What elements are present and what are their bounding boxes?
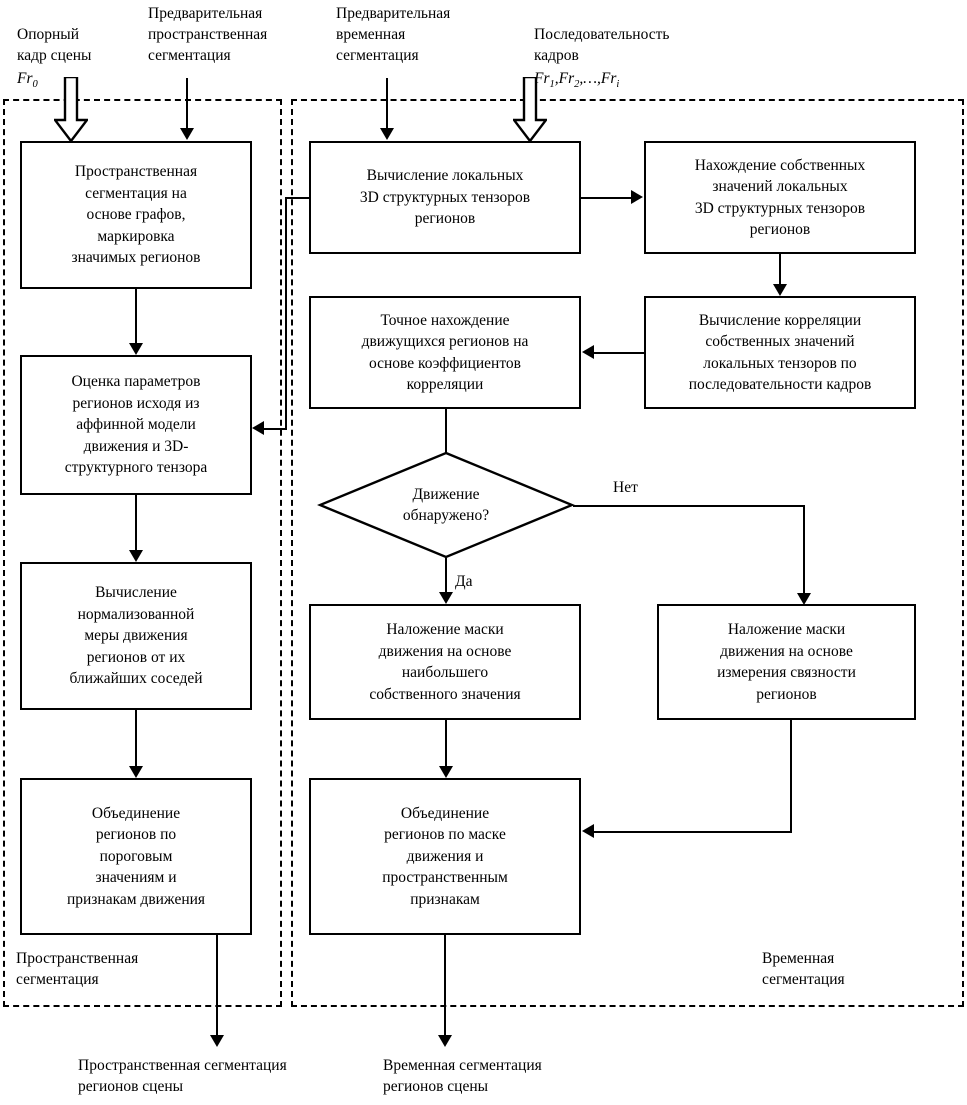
input-line-pre-spatial [186,78,188,128]
node-local-3d-tensors-label: Вычисление локальных 3D структурных тенз… [359,167,531,228]
connector-n5-feedback-top [285,197,311,199]
output-caption-spatial: Пространственная сегментация регионов сц… [78,1057,287,1095]
connector-n3-n4 [135,710,137,766]
decision-motion-detected[interactable]: Движение обнаружено? [317,450,575,560]
connector-n10-n11-vert [790,720,792,832]
node-eigenvalue-correlation[interactable]: Вычисление корреляции собственных значен… [644,296,916,409]
decision-yes-line [445,558,447,592]
node-mask-region-connectivity[interactable]: Наложение маски движения на основе измер… [657,604,916,720]
connector-n6-n8 [779,254,781,284]
connector-n5-feedback-vert [285,197,287,428]
decision-yes-label: Да [455,573,473,590]
output-caption-temporal: Временная сегментация регионов сцены [383,1057,542,1095]
ref-frame-symbol: Fr [17,70,33,87]
frame-symbol-2-sub: 2 [574,79,580,91]
input-arrow-pre-spatial [180,128,194,140]
node-local-3d-tensors[interactable]: Вычисление локальных 3D структурных тенз… [309,141,581,254]
node-eigenvalue-correlation-label: Вычисление корреляции собственных значен… [688,311,872,394]
frame-symbol-1-sub: 1 [549,79,555,91]
connector-n5-feedback-bottom [264,428,287,430]
connector-n11-output [444,935,446,1035]
connector-n2-n3 [135,495,137,550]
input-caption-pre-temporal-seg: Предварительная временная сегментация [336,5,451,64]
connector-n4-output [216,935,218,1035]
node-merge-threshold-motion-label: Объединение регионов по пороговым значен… [66,804,206,908]
connector-n5-n6-arrow [631,190,643,204]
panel-spatial-segmentation [3,99,282,1007]
node-eigenvalues-local-tensors[interactable]: Нахождение собственных значений локальны… [644,141,916,254]
decision-yes-arrow [439,592,453,604]
connector-n5-feedback-arrow [252,421,264,435]
connector-n8-n7 [594,352,644,354]
connector-n5-n6 [581,197,633,199]
node-eigenvalues-local-tensors-label: Нахождение собственных значений локальны… [694,156,866,239]
panel-temporal-segmentation [291,99,964,1007]
node-spatial-graph-segmentation[interactable]: Пространственная сегментация на основе г… [20,141,252,289]
node-precise-moving-regions-label: Точное нахождение движущихся регионов на… [361,311,529,394]
input-caption-ref-frame-text: Опорный кадр сцены [17,26,92,64]
decision-no-label: Нет [613,479,638,496]
connector-n11-output-arrow [438,1035,452,1047]
input-caption-frame-sequence: Последовательность кадров Fr1,Fr2,…,Fri [534,26,670,91]
connector-n4-output-arrow [210,1035,224,1047]
node-mask-region-connectivity-label: Наложение маски движения на основе измер… [717,621,856,703]
panel-label-spatial: Пространственная сегментация [16,950,139,988]
connector-n1-n2 [135,289,137,343]
frame-symbol-3: Fr [600,70,617,87]
frame-symbol-2: Fr [558,70,575,87]
decision-no-line-h [573,505,805,507]
panel-label-temporal: Временная сегментация [762,950,845,988]
decision-no-arrow [797,593,811,605]
input-caption-ref-frame: Опорный кадр сцены Fr0 [17,3,137,116]
node-region-parameter-estimation-label: Оценка параметров регионов исходя из афф… [64,373,208,477]
node-region-parameter-estimation[interactable]: Оценка параметров регионов исходя из афф… [20,355,252,495]
node-precise-moving-regions[interactable]: Точное нахождение движущихся регионов на… [309,296,581,409]
input-arrow-pre-temporal [380,128,394,140]
input-arrow-ref-frame [52,75,90,148]
connector-n3-n4-arrow [129,766,143,778]
node-normalized-motion-measure[interactable]: Вычисление нормализованной меры движения… [20,562,252,710]
node-mask-max-eigenvalue-label: Наложение маски движения на основе наибо… [369,621,521,703]
node-mask-max-eigenvalue[interactable]: Наложение маски движения на основе наибо… [309,604,581,720]
node-merge-by-motion-mask[interactable]: Объединение регионов по маске движения и… [309,778,581,935]
node-normalized-motion-measure-label: Вычисление нормализованной меры движения… [69,584,203,688]
connector-n6-n8-arrow [773,284,787,296]
input-arrow-frame-sequence [511,75,549,148]
input-caption-pre-spatial-seg: Предварительная пространственная сегмент… [148,5,268,64]
connector-n7-decision [445,409,447,457]
node-merge-threshold-motion[interactable]: Объединение регионов по пороговым значен… [20,778,252,935]
connector-n8-n7-arrow [582,345,594,359]
input-caption-frame-sequence-text: Последовательность кадров [534,26,670,64]
connector-n10-n11-horiz [594,831,792,833]
decision-motion-detected-label: Движение обнаружено? [402,485,490,525]
decision-no-line-v [803,505,805,593]
frame-symbol-3-sub: i [616,79,620,91]
frame-symbol-1: Fr [534,70,550,87]
connector-n10-n11-arrow [582,824,594,838]
connector-n1-n2-arrow [129,343,143,355]
input-line-pre-temporal [386,78,388,128]
ref-frame-symbol-sub: 0 [32,79,38,91]
connector-n9-n11 [445,720,447,766]
node-spatial-graph-segmentation-label: Пространственная сегментация на основе г… [71,163,201,267]
node-merge-by-motion-mask-label: Объединение регионов по маске движения и… [382,804,508,908]
connector-n9-n11-arrow [439,766,453,778]
connector-n2-n3-arrow [129,550,143,562]
